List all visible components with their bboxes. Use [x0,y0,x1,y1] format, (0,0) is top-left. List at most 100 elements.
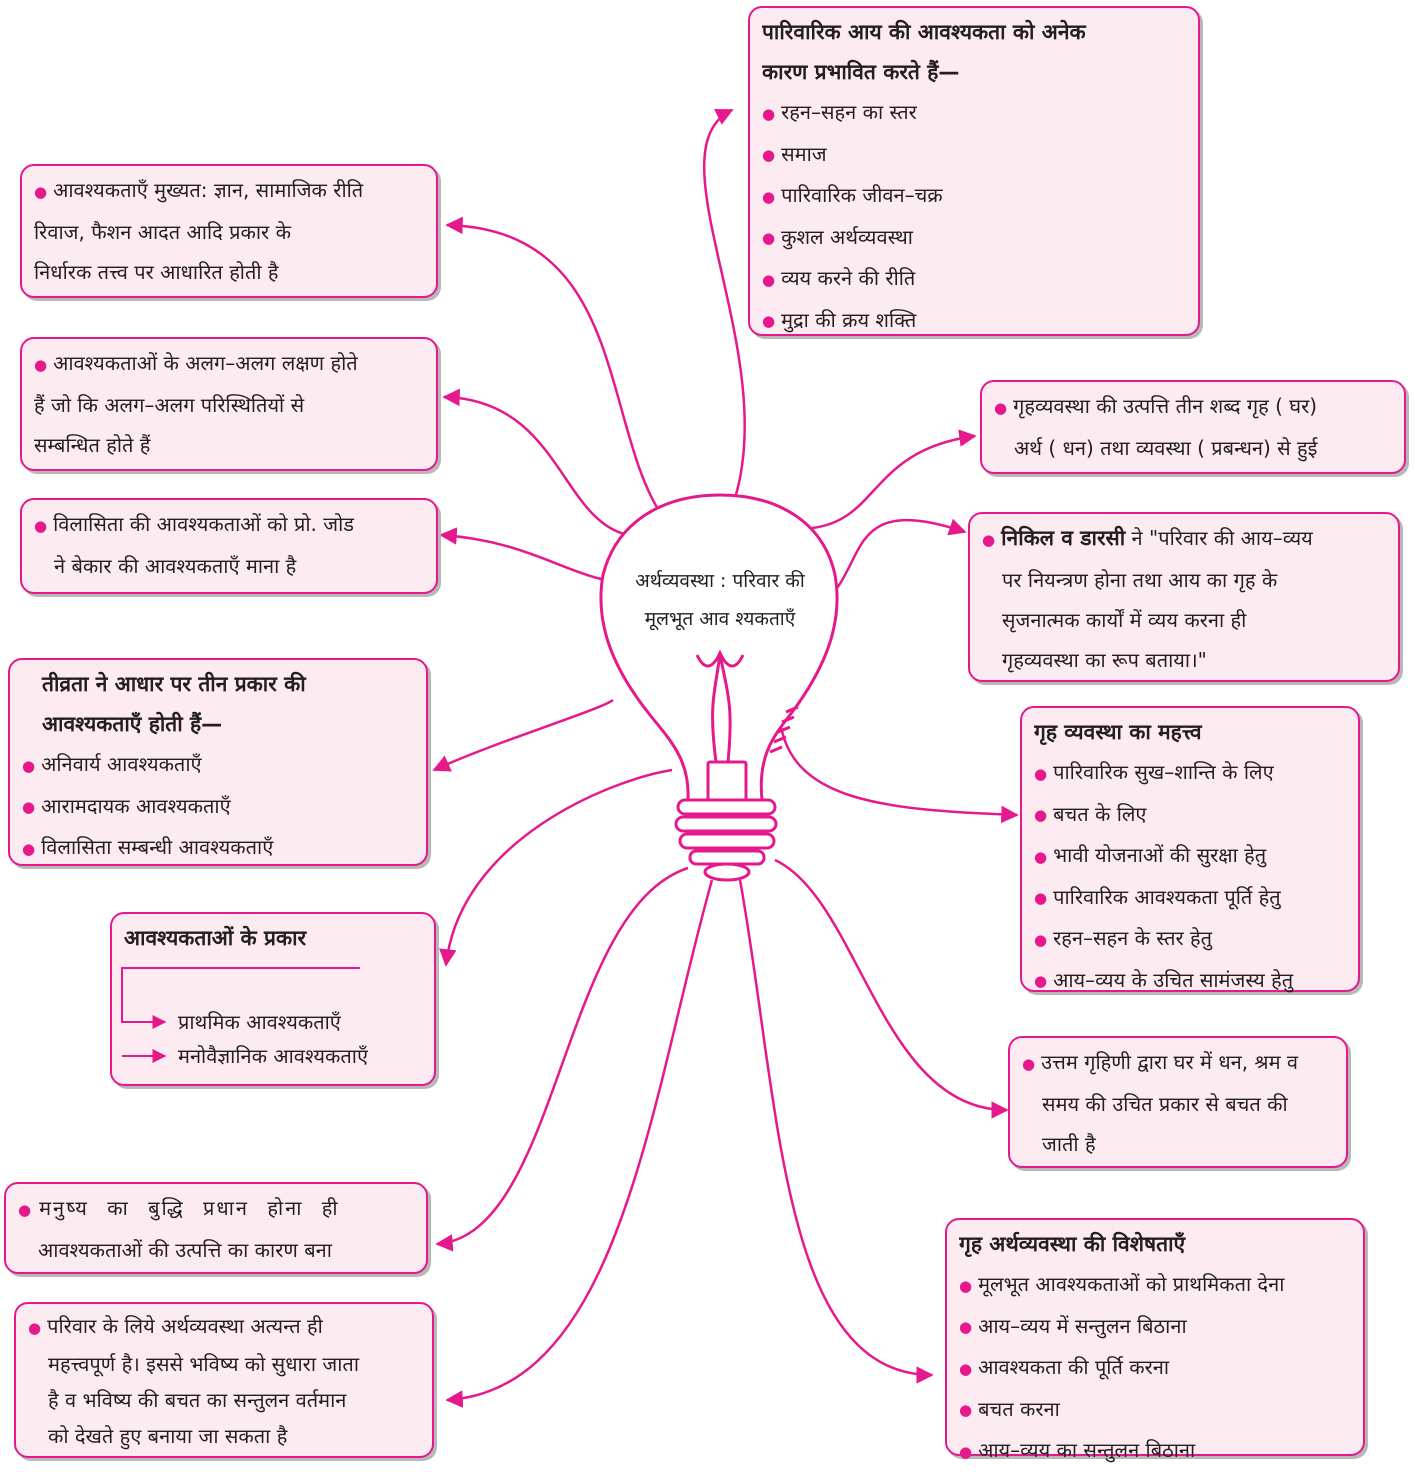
bullet-icon: ● [762,312,776,330]
bullet-icon: ● [34,355,48,374]
bullet-icon: ● [959,1318,973,1336]
list-item: ●कुशल अर्थव्यवस्था [762,224,913,249]
connector-needs-traits [442,388,629,537]
list-item: ●बचत करना [959,1396,1060,1421]
box-title: कारण प्रभावित करते हैं— [762,60,960,84]
bulb-base-ring [674,815,778,833]
features-box: गृह अर्थव्यवस्था की विशेषताएँ ●मूलभूत आव… [945,1218,1365,1462]
bulb-tip [703,862,751,882]
box-text: रिवाज, फैशन आदत आदि प्रकार के [34,219,291,244]
nickel-darcy-box: ● निकिल व डारसी ने "परिवार की आय–व्यय पर … [968,512,1400,682]
origin-box: ● गृहव्यवस्था की उत्पत्ति तीन शब्द गृह ( … [980,380,1406,474]
connector-features [738,879,934,1384]
box-text: जाती है [1042,1131,1096,1156]
box-text: ने "परिवार की आय–व्यय [1125,526,1313,550]
bullet-icon: ● [959,1401,973,1419]
bullet-icon: ● [22,756,36,775]
list-item: ●विलासिता सम्बन्धी आवश्यकताएँ [22,835,274,859]
bulb-filament [695,649,745,763]
bulb-base-ring [688,849,766,866]
bulb-glass [599,493,839,802]
box-text: निर्धारक तत्त्व पर आधारित होती है [34,259,279,284]
bullet-icon: ● [1034,764,1048,783]
box-text: है व भविष्य की बचत का सन्तुलन वर्तमान [48,1387,347,1412]
bullet-icon: ● [22,839,36,858]
list-item: ●आवश्यकता की पूर्ति करना [959,1355,1170,1379]
bullet-icon: ● [959,1442,973,1461]
intensity-box: तीव्रता ने आधार पर तीन प्रकार की आवश्यकत… [8,658,428,866]
bullet-icon: ● [1022,1054,1036,1073]
bulb-neck [706,760,748,804]
connector-top-right [702,108,746,499]
box-text: आवश्यकताओं के अलग–अलग लक्षण होते [53,351,358,375]
bullet-icon: ● [1034,806,1048,824]
bulb-base-ring [676,798,777,816]
box-text: आवश्यकताओं की उत्पत्ति का कारण बना [38,1237,332,1262]
bullet-icon: ● [34,182,48,201]
box-text: हैं जो कि अलग–अलग परिस्थितियों से [34,392,305,417]
list-item: ●अनिवार्य आवश्यकताएँ [22,752,202,776]
box-title: आवश्यकताओं के प्रकार [124,926,307,950]
connector-origin [811,429,977,530]
author-name: निकिल व डारसी [1001,526,1126,550]
box-text: ने बेकार की आवश्यकताएँ माना है [54,553,297,578]
list-item: ●रहन–सहन के स्तर हेतु [1034,926,1213,950]
needs-traits-box: ● आवश्यकताओं के अलग–अलग लक्षण होते हैं जो… [20,337,438,471]
box-text: उत्तम गृहिणी द्वारा घर में धन, श्रम व [1041,1050,1299,1074]
bulb-base-ring [678,832,776,850]
importance-box: गृह व्यवस्था का महत्त्व ●पारिवारिक सुख–श… [1020,706,1360,992]
bullet-icon: ● [1034,889,1048,907]
box-text: गृहव्यवस्था की उत्पत्ति तीन शब्द गृह ( घ… [1013,394,1318,418]
list-item: ●मूलभूत आवश्यकताओं को प्राथमिकता देना [959,1272,1285,1296]
box-text: समय की उचित प्रकार से बचत की [1042,1091,1288,1116]
bullet-icon: ● [28,1318,42,1337]
connector-lines [432,108,1019,1408]
bullet-icon: ● [994,398,1008,417]
bullet-icon: ● [762,146,776,164]
income-factors-box: पारिवारिक आय की आवश्यकता को अनेक कारण प्… [748,6,1200,336]
list-item: ●आय–व्यय में सन्तुलन बिठाना [959,1313,1187,1338]
list-item: ●पारिवारिक आवश्यकता पूर्ति हेतु [1034,884,1281,909]
list-item: ●समाज [762,141,827,166]
box-title: गृह अर्थव्यवस्था की विशेषताएँ [959,1232,1186,1256]
box-text: आवश्यकताएँ मुख्यत: ज्ञान, सामाजिक रीति [53,178,364,202]
types-tree-arrows [121,967,360,1063]
bullet-icon: ● [982,530,996,549]
box-title: आवश्यकताएँ होती हैं— [42,712,223,736]
needs-basis-box: ●आवश्यकताएँ मुख्यत: ज्ञान, सामाजिक रीति … [20,164,438,298]
box-text: पर नियन्त्रण होना तथा आय का गृह के [1002,567,1278,592]
central-topic-line: मूलभूत आव श्यकताएँ [644,608,796,630]
bullet-icon: ● [959,1276,973,1295]
bullet-icon: ● [18,1200,34,1219]
types-box: आवश्यकताओं के प्रकार प्राथमिक आवश्यकताएँ… [110,912,436,1086]
box-title: तीव्रता ने आधार पर तीन प्रकार की [42,672,306,696]
connector-importance [778,719,1019,824]
box-text: को देखते हुए बनाया जा सकता है [48,1423,288,1448]
box-title: पारिवारिक आय की आवश्यकता को अनेक [762,20,1086,44]
list-item: ●रहन–सहन का स्तर [762,100,917,124]
bullet-icon: ● [1034,847,1048,866]
connector-types [439,768,673,967]
box-text: सृजनात्मक कार्यों में व्यय करना ही [1002,607,1247,632]
bullet-icon: ● [762,104,776,123]
housewife-box: ● उत्तम गृहिणी द्वारा घर में धन, श्रम व स… [1008,1036,1348,1168]
central-topic: अर्थव्यवस्था : परिवार की मूलभूत आव श्यकत… [600,562,840,638]
connector-family [445,879,714,1408]
connector-intensity [432,698,614,772]
bullet-icon: ● [762,187,776,206]
connector-needs-basis [445,216,667,521]
box-text: विलासिता की आवश्यकताओं को प्रो. जोड [53,512,354,536]
connector-housewife [774,858,1009,1119]
luxury-box: ●विलासिता की आवश्यकताओं को प्रो. जोड ने … [20,498,438,594]
list-item: ●व्यय करने की रीति [762,266,916,290]
list-item: प्राथमिक आवश्यकताएँ [178,1010,341,1034]
connector-nickel [819,518,967,607]
list-item: ●आरामदायक आवश्यकताएँ [22,793,231,818]
bullet-icon: ● [762,270,776,289]
box-text: परिवार के लिये अर्थव्यवस्था अत्यन्त ही [47,1314,323,1338]
box-text: मनुष्य का बुद्धि प्रधान होना ही [39,1196,340,1220]
bullet-icon: ● [1034,930,1048,949]
central-topic-line: अर्थव्यवस्था : परिवार की [635,570,805,592]
list-item: ●भावी योजनाओं की सुरक्षा हेतु [1034,843,1267,867]
